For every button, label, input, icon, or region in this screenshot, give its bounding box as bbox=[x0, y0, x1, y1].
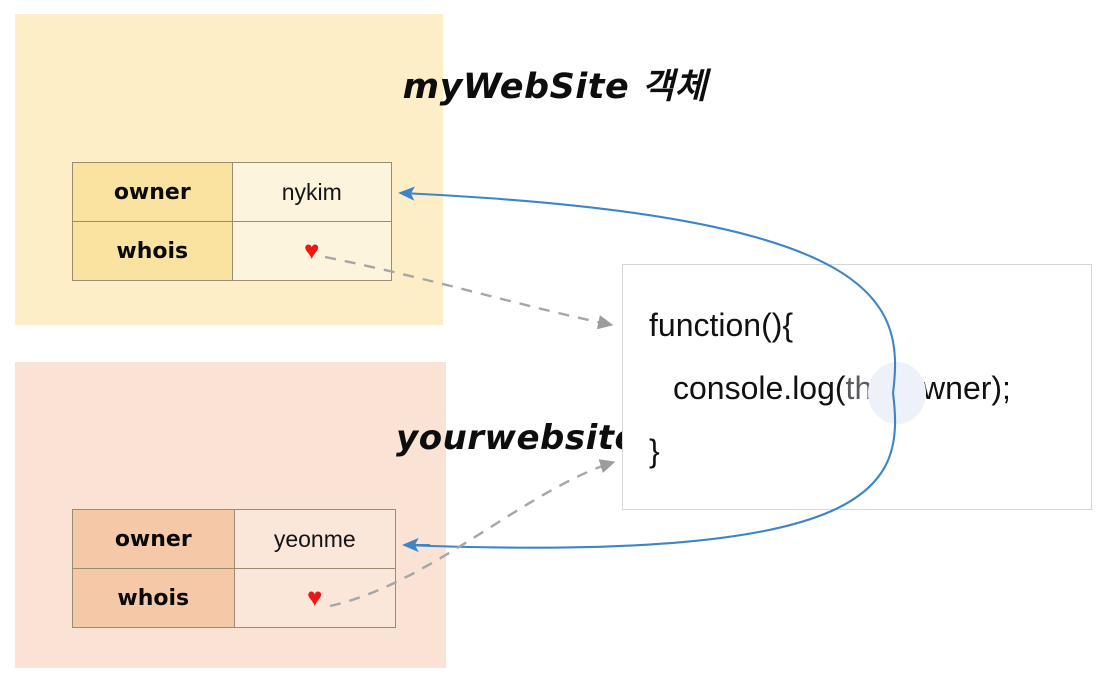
table-row: whois ♥ bbox=[72, 568, 396, 628]
property-value-whois: ♥ bbox=[233, 568, 396, 628]
this-token-highlight-ellipse bbox=[868, 362, 926, 424]
property-value-owner: yeonme bbox=[233, 509, 396, 569]
table-row: whois ♥ bbox=[72, 221, 392, 281]
table-row: owner yeonme bbox=[72, 509, 396, 569]
property-table-mywebsite: owner nykim whois ♥ bbox=[72, 162, 392, 281]
property-key-whois: whois bbox=[72, 221, 233, 281]
heart-icon: ♥ bbox=[307, 582, 323, 612]
property-value-whois: ♥ bbox=[231, 221, 392, 281]
heart-icon: ♥ bbox=[304, 235, 320, 265]
code-line-console-log: console.log(this.owner); bbox=[673, 370, 1011, 407]
code-line-function-close: } bbox=[649, 433, 660, 469]
property-key-whois: whois bbox=[72, 568, 235, 628]
object-title-mywebsite: myWebSite 객체 bbox=[402, 67, 708, 107]
property-value-owner: nykim bbox=[231, 162, 392, 222]
code-line-function-open: function(){ bbox=[649, 307, 794, 343]
code-token-console-log: console.log( bbox=[673, 370, 846, 406]
property-key-owner: owner bbox=[72, 162, 233, 222]
property-key-owner: owner bbox=[72, 509, 235, 569]
property-table-yourwebsite: owner yeonme whois ♥ bbox=[72, 509, 396, 628]
table-row: owner nykim bbox=[72, 162, 392, 222]
code-snippet-box: function(){ console.log(this.owner); } bbox=[622, 264, 1092, 510]
